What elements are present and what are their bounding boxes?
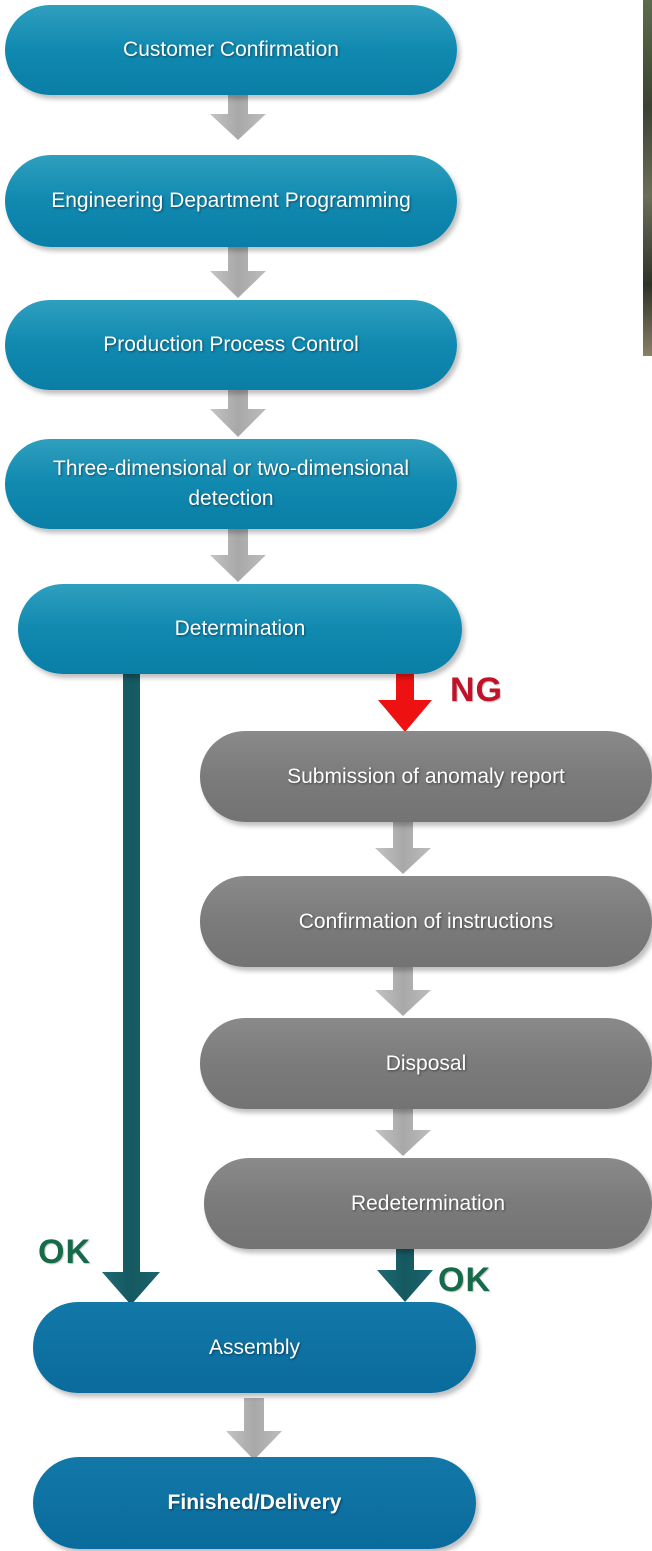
node-label: Assembly [208,1335,301,1359]
redetermination-node: Redetermination [204,1158,652,1249]
engineering-programming-node: Engineering Department Programming [5,155,457,247]
arrow-n2-n3 [210,247,266,298]
arrow-n6-n7 [375,822,431,874]
arrow-n1-n2 [210,95,266,140]
finished-delivery-node: Finished/Delivery [33,1457,476,1549]
ok-label-right: OK [438,1261,491,1299]
customer-confirmation-node: Customer Confirmation [5,5,457,95]
node-label: Three-dimensional or two-dimensional det… [53,457,409,510]
arrow-n10-n11 [226,1398,282,1460]
arrow-n7-n8 [375,967,431,1016]
node-label: Finished/Delivery [167,1491,342,1514]
arrow-n4-n5 [210,529,266,582]
production-process-control-node: Production Process Control [5,300,457,390]
arrow-ng [378,674,432,732]
arrow-ok-right [377,1249,433,1302]
detection-node: Three-dimensional or two-dimensional det… [5,439,457,529]
disposal-node: Disposal [200,1018,652,1109]
node-label: Engineering Department Programming [51,189,411,212]
ok-label-left: OK [38,1233,91,1271]
assembly-node: Assembly [33,1302,476,1393]
node-label: Production Process Control [103,333,359,356]
confirmation-of-instructions-node: Confirmation of instructions [200,876,652,967]
node-label: Confirmation of instructions [298,909,554,933]
node-label: Customer Confirmation [123,38,339,61]
node-label: Determination [174,617,306,640]
anomaly-report-node: Submission of anomaly report [200,731,652,822]
node-label: Submission of anomaly report [287,764,565,788]
ng-label: NG [450,671,503,709]
node-label: Disposal [385,1051,467,1075]
arrow-n3-n4 [210,390,266,437]
node-label: Redetermination [350,1191,506,1215]
arrow-n8-n9 [375,1109,431,1156]
side-photo-strip [643,0,652,356]
determination-node: Determination [18,584,462,674]
arrow-ok-left [102,667,160,1305]
